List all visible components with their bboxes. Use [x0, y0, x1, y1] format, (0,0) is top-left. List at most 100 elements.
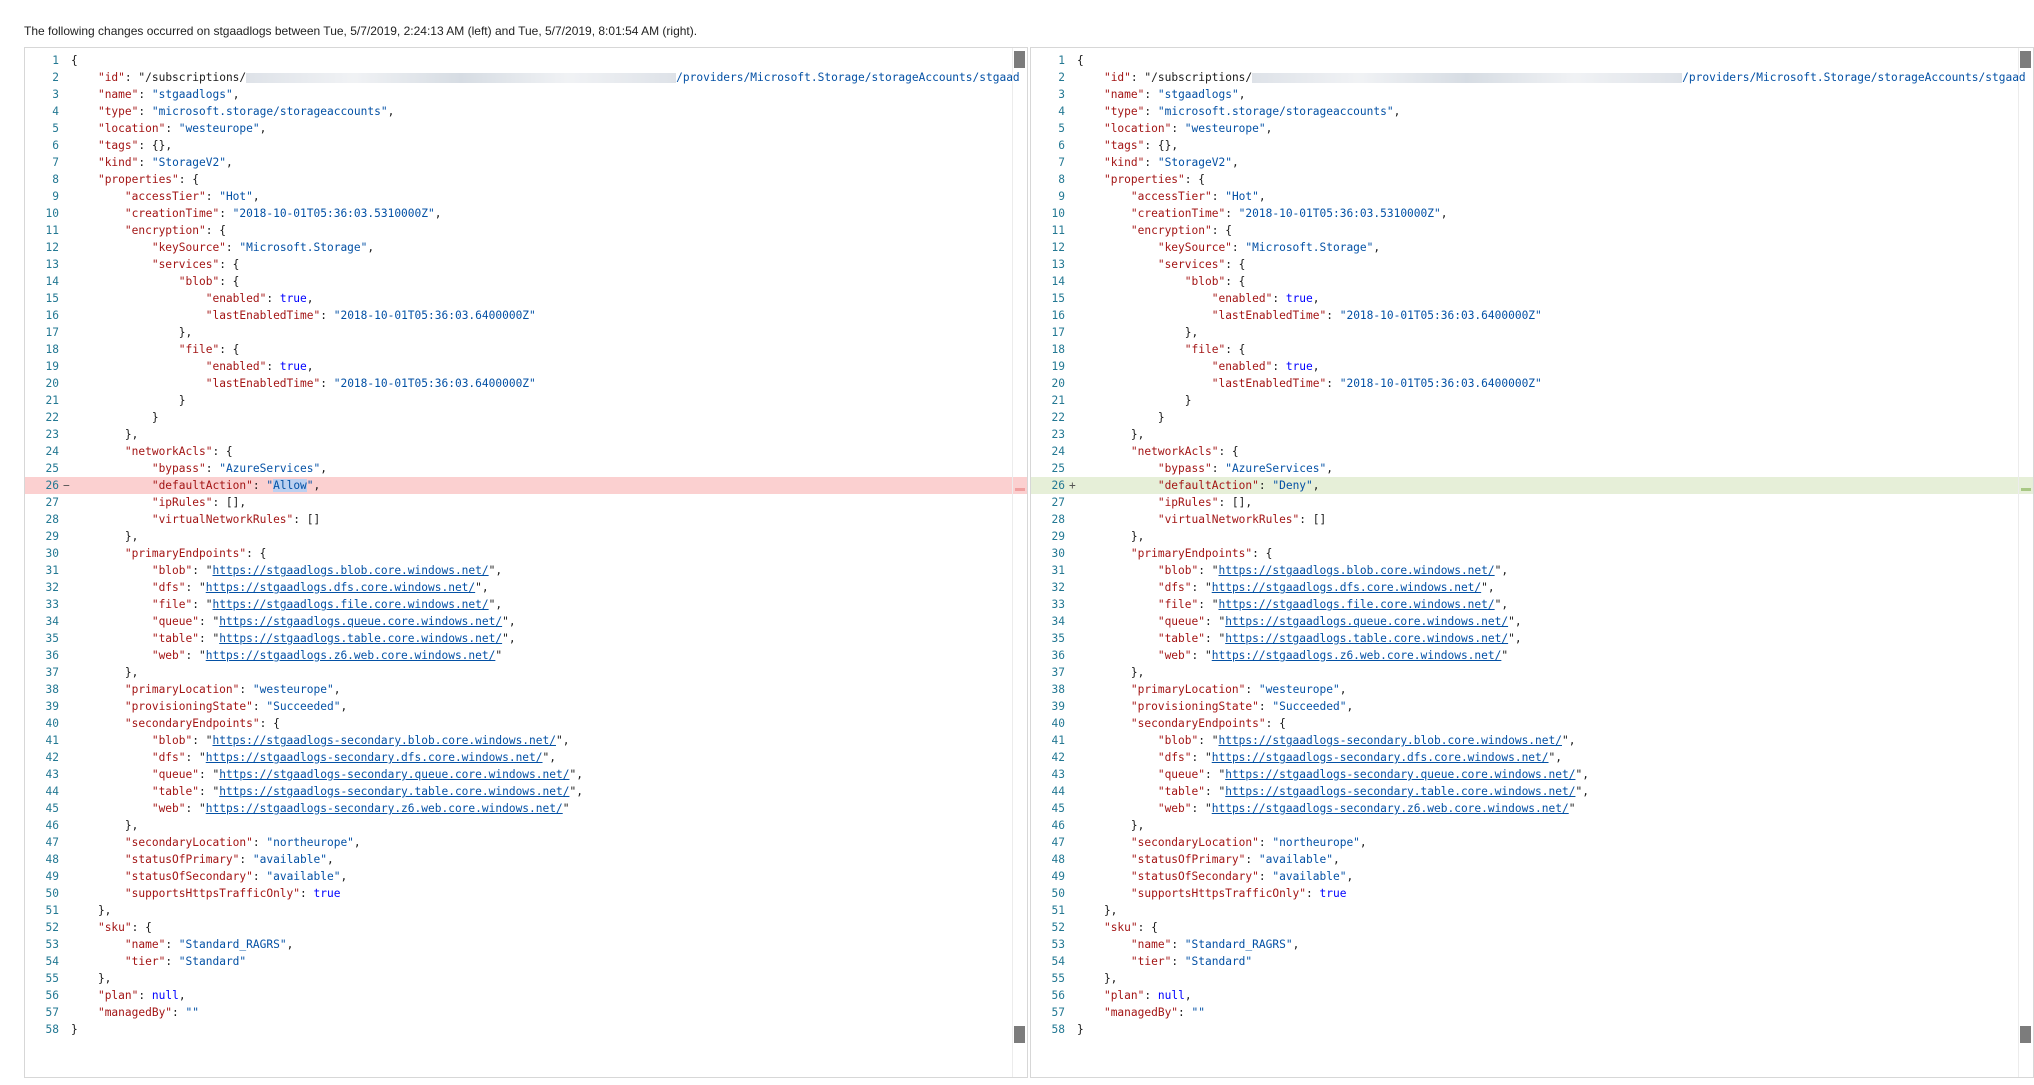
code-text: "file": {: [1184, 343, 1246, 356]
code-text: "statusOfPrimary": "available",: [124, 853, 334, 866]
code-text: "secondaryEndpoints": {: [1130, 717, 1286, 730]
line-number: 4: [1058, 105, 1065, 118]
code-line: 25 "bypass": "AzureServices",: [25, 460, 1027, 477]
line-number: 52: [45, 921, 59, 934]
line-number: 4: [52, 105, 59, 118]
code-text: "kind": "StorageV2",: [1103, 156, 1239, 169]
code-line: 3 "name": "stgaadlogs",: [25, 86, 1027, 103]
line-number: 33: [45, 598, 59, 611]
line-number: 48: [1051, 853, 1065, 866]
line-number: 10: [45, 207, 59, 220]
code-line: 39 "provisioningState": "Succeeded",: [25, 698, 1027, 715]
line-number: 54: [1051, 955, 1065, 968]
code-line: 31 "blob": "https://stgaadlogs.blob.core…: [1031, 562, 2033, 579]
code-text: "lastEnabledTime": "2018-10-01T05:36:03.…: [1211, 309, 1542, 322]
line-number: 55: [1051, 972, 1065, 985]
code-line: 22 }: [25, 409, 1027, 426]
line-number: 23: [45, 428, 59, 441]
line-number: 33: [1051, 598, 1065, 611]
line-number: 56: [45, 989, 59, 1002]
code-text: "secondaryEndpoints": {: [124, 717, 280, 730]
line-number: 37: [45, 666, 59, 679]
left-scrollbar-thumb[interactable]: [1014, 51, 1025, 68]
code-text: "secondaryLocation": "northeurope",: [1130, 836, 1367, 849]
line-number: 41: [45, 734, 59, 747]
line-number: 1: [1058, 54, 1065, 67]
code-line: 5 "location": "westeurope",: [1031, 120, 2033, 137]
line-number: 3: [1058, 88, 1065, 101]
line-number: 23: [1051, 428, 1065, 441]
code-line: 33 "file": "https://stgaadlogs.file.core…: [25, 596, 1027, 613]
code-line: 51 },: [25, 902, 1027, 919]
line-number: 13: [45, 258, 59, 271]
line-number: 13: [1051, 258, 1065, 271]
left-scrollbar-end[interactable]: [1014, 1026, 1025, 1043]
code-line: 21 }: [1031, 392, 2033, 409]
right-scrollbar-end[interactable]: [2020, 1026, 2031, 1043]
code-line: 8 "properties": {: [25, 171, 1027, 188]
line-number: 38: [45, 683, 59, 696]
code-line: 44 "table": "https://stgaadlogs-secondar…: [25, 783, 1027, 800]
line-number: 56: [1051, 989, 1065, 1002]
code-line: 29 },: [25, 528, 1027, 545]
code-line: 53 "name": "Standard_RAGRS",: [25, 936, 1027, 953]
code-text: "ipRules": [],: [1157, 496, 1253, 509]
code-text: },: [71, 666, 139, 679]
code-line: 47 "secondaryLocation": "northeurope",: [25, 834, 1027, 851]
code-line: 23 },: [25, 426, 1027, 443]
line-number: 47: [1051, 836, 1065, 849]
code-text: },: [1077, 972, 1118, 985]
line-number: 39: [45, 700, 59, 713]
line-number: 24: [45, 445, 59, 458]
line-number: 6: [1058, 139, 1065, 152]
code-line: 24 "networkAcls": {: [25, 443, 1027, 460]
line-number: 9: [52, 190, 59, 203]
code-line: 19 "enabled": true,: [25, 358, 1027, 375]
code-text: },: [1077, 326, 1199, 339]
code-text: "blob": "https://stgaadlogs-secondary.bl…: [151, 734, 570, 747]
code-line: 29 },: [1031, 528, 2033, 545]
right-scrollbar-thumb[interactable]: [2020, 51, 2031, 68]
code-text: },: [71, 530, 139, 543]
right-change-marker: [2021, 488, 2031, 491]
code-text: "table": "https://stgaadlogs-secondary.t…: [1157, 785, 1589, 798]
code-text: "web": "https://stgaadlogs.z6.web.core.w…: [1157, 649, 1509, 662]
code-line: 11 "encryption": {: [1031, 222, 2033, 239]
code-text: }: [71, 411, 159, 424]
code-text: "type": "microsoft.storage/storageaccoun…: [97, 105, 395, 118]
code-line: 30 "primaryEndpoints": {: [1031, 545, 2033, 562]
code-line: 23 },: [1031, 426, 2033, 443]
code-line: 37 },: [1031, 664, 2033, 681]
right-overview-ruler[interactable]: [2018, 48, 2033, 1077]
line-number: 8: [1058, 173, 1065, 186]
code-line: 19 "enabled": true,: [1031, 358, 2033, 375]
line-number: 36: [45, 649, 59, 662]
code-line: 33 "file": "https://stgaadlogs.file.core…: [1031, 596, 2033, 613]
line-number: 49: [1051, 870, 1065, 883]
right-diff-editor[interactable]: 1{2 "id": "/subscriptions//providers/Mic…: [1030, 47, 2034, 1078]
code-line: 4 "type": "microsoft.storage/storageacco…: [25, 103, 1027, 120]
code-line: 48 "statusOfPrimary": "available",: [25, 851, 1027, 868]
code-text: "accessTier": "Hot",: [124, 190, 260, 203]
code-line: 35 "table": "https://stgaadlogs.table.co…: [1031, 630, 2033, 647]
code-text: "encryption": {: [124, 224, 226, 237]
code-line: 1{: [25, 52, 1027, 69]
code-line: 42 "dfs": "https://stgaadlogs-secondary.…: [1031, 749, 2033, 766]
line-number: 24: [1051, 445, 1065, 458]
line-number: 25: [45, 462, 59, 475]
code-text: {: [1077, 54, 1084, 67]
code-line: 31 "blob": "https://stgaadlogs.blob.core…: [25, 562, 1027, 579]
left-diff-editor[interactable]: 1{2 "id": "/subscriptions//providers/Mic…: [24, 47, 1028, 1078]
code-text: "managedBy": "": [1103, 1006, 1206, 1019]
code-line: 50 "supportsHttpsTrafficOnly": true: [1031, 885, 2033, 902]
code-text: },: [71, 819, 139, 832]
code-text: },: [71, 326, 193, 339]
left-overview-ruler[interactable]: [1012, 48, 1027, 1077]
code-line: 14 "blob": {: [25, 273, 1027, 290]
code-line: 38 "primaryLocation": "westeurope",: [1031, 681, 2033, 698]
code-text: "properties": {: [97, 173, 199, 186]
added-marker: +: [1069, 479, 1076, 492]
code-line: 28 "virtualNetworkRules": []: [25, 511, 1027, 528]
line-number: 8: [52, 173, 59, 186]
line-number: 47: [45, 836, 59, 849]
